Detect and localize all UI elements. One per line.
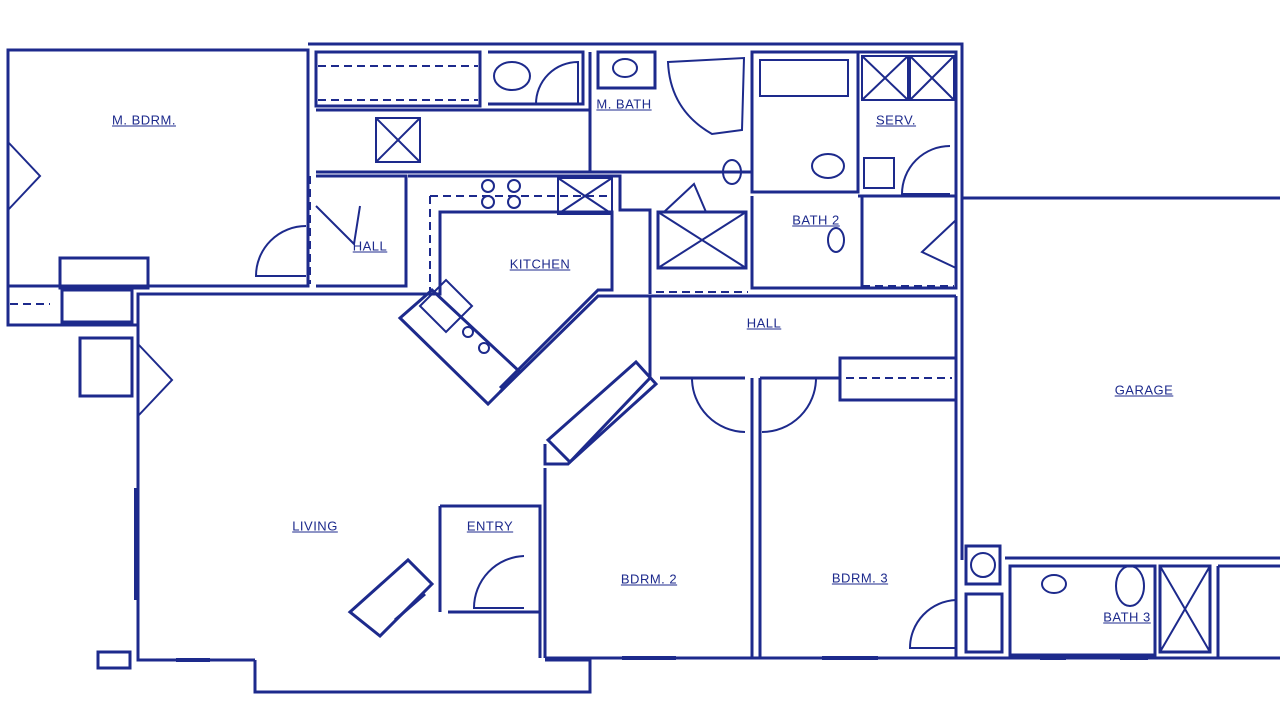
- kitchen-counter: [429, 195, 612, 300]
- sink-mbath: [612, 58, 638, 78]
- bath3-right: [1216, 564, 1280, 658]
- island-sink-2: [478, 342, 490, 354]
- bathtub-2: [759, 59, 849, 97]
- door-mbdrm: [254, 225, 307, 277]
- top-wall: [308, 42, 964, 196]
- doors: [254, 60, 957, 649]
- toilet-3b: [1115, 565, 1145, 607]
- room-label-bath-3: BATH 3: [1103, 609, 1151, 625]
- living-left-wall: [136, 294, 255, 662]
- stove-burner-4: [507, 195, 521, 209]
- bay-window-living: [137, 343, 174, 417]
- shower-serv-1: [861, 55, 909, 101]
- toilet-3: [1041, 574, 1067, 594]
- bay-window-mbdrm: [7, 141, 42, 211]
- window-marks: [134, 488, 1148, 662]
- sink-bath2b: [827, 227, 845, 253]
- stove-burner-2: [507, 179, 521, 193]
- kitchen-walls: [408, 174, 652, 294]
- entry-bottom: [420, 658, 592, 694]
- mech-box: [964, 544, 1002, 586]
- room-label-master-bedroom: M. BDRM.: [112, 112, 176, 128]
- room-label-bath-2: BATH 2: [792, 212, 840, 228]
- upper-hall: [316, 174, 408, 288]
- room-label-kitchen: KITCHEN: [509, 256, 571, 272]
- mbdrm-fireplace-box: [60, 288, 134, 324]
- room-label-entry: ENTRY: [466, 518, 514, 534]
- kitchen-sink-box: [557, 177, 613, 215]
- room-label-service: SERV.: [875, 112, 917, 128]
- wc-stall: [488, 50, 585, 106]
- shower-serv-2: [909, 55, 955, 101]
- door-bdrm2: [691, 377, 746, 433]
- vanity-left: [596, 50, 657, 90]
- shower-x-center: [657, 211, 747, 269]
- door-bdrm3: [761, 377, 817, 433]
- stove-burner-1: [481, 179, 495, 193]
- door-bdrm3-closet: [908, 599, 957, 649]
- door-serv: [900, 145, 951, 195]
- bedroom-3-walls: [758, 378, 958, 658]
- room-label-garage: GARAGE: [1114, 382, 1174, 398]
- master-bedroom-outline: [6, 48, 310, 288]
- sink-bath2: [722, 159, 742, 185]
- room-label-hall-upper: HALL: [352, 238, 388, 254]
- room-label-master-bath: M. BATH: [596, 96, 652, 112]
- stove-burner-3: [481, 195, 495, 209]
- toilet-mwc: [493, 61, 531, 91]
- door-shower-center: [663, 182, 707, 213]
- tub-corner: [666, 56, 746, 136]
- room-label-bedroom-2: BDRM. 2: [620, 571, 678, 587]
- room-label-hall-center: HALL: [746, 315, 782, 331]
- walls: [6, 42, 1280, 694]
- bath3-walls: [1008, 564, 1157, 657]
- mbdrm-window-box: [58, 256, 150, 290]
- bath2-walls: [750, 196, 958, 290]
- left-stub: [96, 650, 132, 670]
- m-bath-area: [316, 108, 592, 174]
- shower-box-mbath: [375, 117, 421, 163]
- door-hall-upper: [315, 205, 361, 247]
- left-wing-wall: [6, 286, 408, 327]
- diagonal-closet: [545, 359, 659, 465]
- room-label-bedroom-3: BDRM. 3: [831, 570, 889, 586]
- dashed-lines: [10, 65, 954, 379]
- diagonal-corridor: [498, 294, 652, 466]
- serv-walls: [858, 50, 958, 198]
- fireplace-hearth: [394, 592, 426, 622]
- mech-circle: [970, 552, 996, 578]
- door-bath2: [920, 219, 957, 269]
- bedroom-2-walls: [543, 378, 754, 658]
- serv-box: [863, 157, 895, 189]
- island-box: [418, 278, 474, 334]
- fireplace: [347, 557, 435, 639]
- bath3-shower-x: [1159, 565, 1211, 653]
- toilet-2: [811, 153, 845, 179]
- fixtures: [375, 55, 1145, 607]
- living-window-box: [78, 336, 134, 398]
- tub-enclosure: [750, 50, 860, 194]
- door-mwc: [535, 60, 579, 105]
- island-sink-1: [462, 326, 474, 338]
- living-bottom-wall: [253, 660, 420, 694]
- door-entry: [472, 555, 525, 609]
- room-label-living: LIVING: [292, 518, 338, 534]
- entry-walls: [438, 504, 542, 658]
- linen-closet: [964, 592, 1004, 654]
- closet-1: [314, 50, 482, 108]
